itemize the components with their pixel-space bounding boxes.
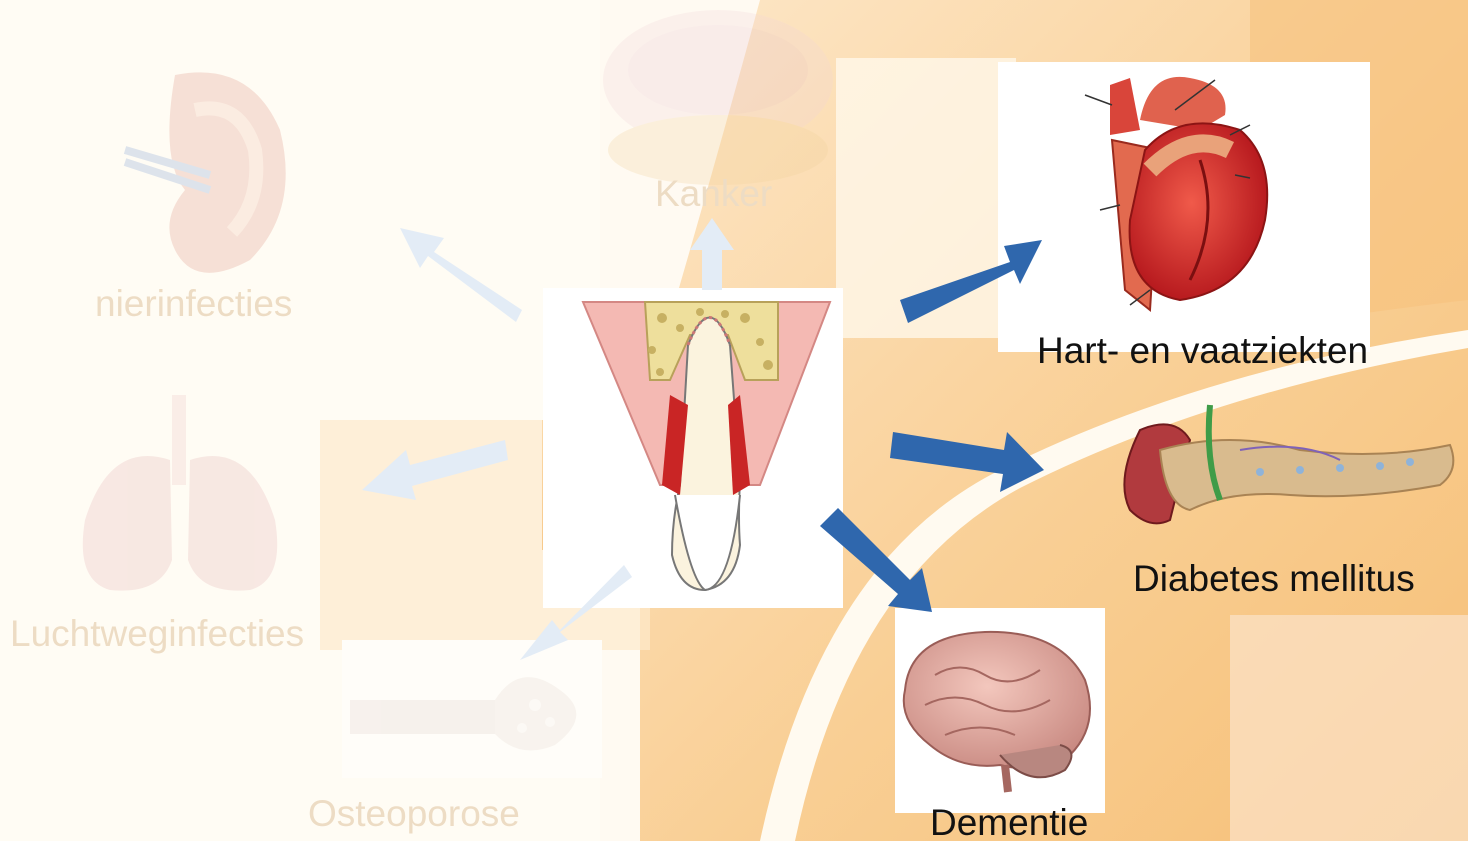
label-diabetes-mellitus: Diabetes mellitus [1133, 558, 1415, 599]
tumor-cells-icon [603, 10, 833, 185]
label-kanker: Kanker [655, 173, 772, 214]
label-nierinfecties: nierinfecties [95, 283, 292, 324]
label-hart-en-vaatziekten: Hart- en vaatziekten [1037, 330, 1368, 371]
label-dementie: Dementie [930, 802, 1088, 841]
label-luchtweginfecties: Luchtweginfecties [10, 613, 304, 654]
label-osteoporose: Osteoporose [308, 793, 520, 834]
